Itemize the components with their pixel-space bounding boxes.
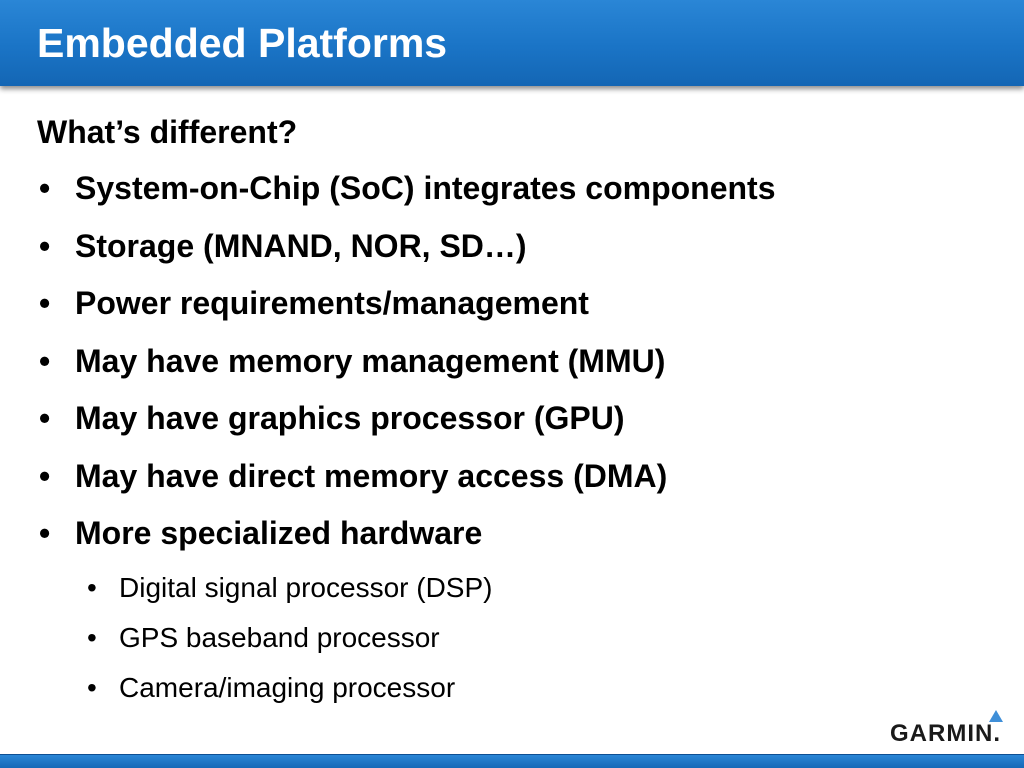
bullet-icon: •: [39, 515, 51, 551]
logo-text: GARMIN.: [890, 720, 1001, 747]
bullet-item: • More specialized hardware: [37, 505, 997, 563]
bullet-text: May have graphics processor (GPU): [75, 400, 625, 436]
sub-bullet-text: GPS baseband processor: [119, 621, 440, 653]
sub-bullet-item: • Camera/imaging processor: [87, 663, 997, 713]
sub-bullet-text: Digital signal processor (DSP): [119, 571, 493, 603]
bullet-list: • System-on-Chip (SoC) integrates compone…: [37, 160, 997, 563]
slide-title: Embedded Platforms: [37, 20, 448, 66]
garmin-logo: GARMIN.: [890, 708, 1014, 748]
bullet-icon: •: [39, 170, 51, 206]
sub-bullet-item: • Digital signal processor (DSP): [87, 563, 997, 613]
slide-content: What’s different? • System-on-Chip (SoC) …: [37, 110, 997, 713]
bullet-item: • May have direct memory access (DMA): [37, 448, 997, 506]
bullet-icon: •: [39, 457, 51, 494]
bottom-bar: [0, 754, 1024, 768]
slide-subtitle: What’s different?: [37, 114, 298, 150]
bullet-text: System-on-Chip (SoC) integrates componen…: [75, 170, 776, 206]
bullet-text: More specialized hardware: [75, 515, 483, 551]
sub-bullet-text: Camera/imaging processor: [119, 671, 456, 703]
sub-bullet-icon: •: [87, 571, 97, 603]
bullet-icon: •: [39, 227, 51, 264]
sub-bullet-list: • Digital signal processor (DSP) • GPS bas…: [37, 563, 997, 713]
sub-bullet-icon: •: [87, 621, 97, 653]
bullet-text: Storage (MNAND, NOR, SD…): [75, 227, 527, 264]
bullet-item: • Power requirements/management: [37, 275, 997, 333]
bullet-icon: •: [39, 285, 51, 321]
bullet-text: May have memory management (MMU): [75, 342, 666, 379]
bullet-icon: •: [39, 400, 51, 436]
triangle-icon: [989, 710, 1003, 722]
bullet-item: • System-on-Chip (SoC) integrates compone…: [37, 160, 997, 218]
bullet-item: • Storage (MNAND, NOR, SD…): [37, 218, 997, 276]
bullet-text: Power requirements/management: [75, 285, 589, 321]
title-bar: Embedded Platforms: [0, 0, 1024, 86]
bullet-item: • May have memory management (MMU): [37, 333, 997, 391]
bullet-item: • May have graphics processor (GPU): [37, 390, 997, 448]
bullet-text: May have direct memory access (DMA): [75, 457, 668, 494]
sub-bullet-item: • GPS baseband processor: [87, 613, 997, 663]
bullet-icon: •: [39, 342, 51, 379]
sub-bullet-icon: •: [87, 671, 97, 703]
